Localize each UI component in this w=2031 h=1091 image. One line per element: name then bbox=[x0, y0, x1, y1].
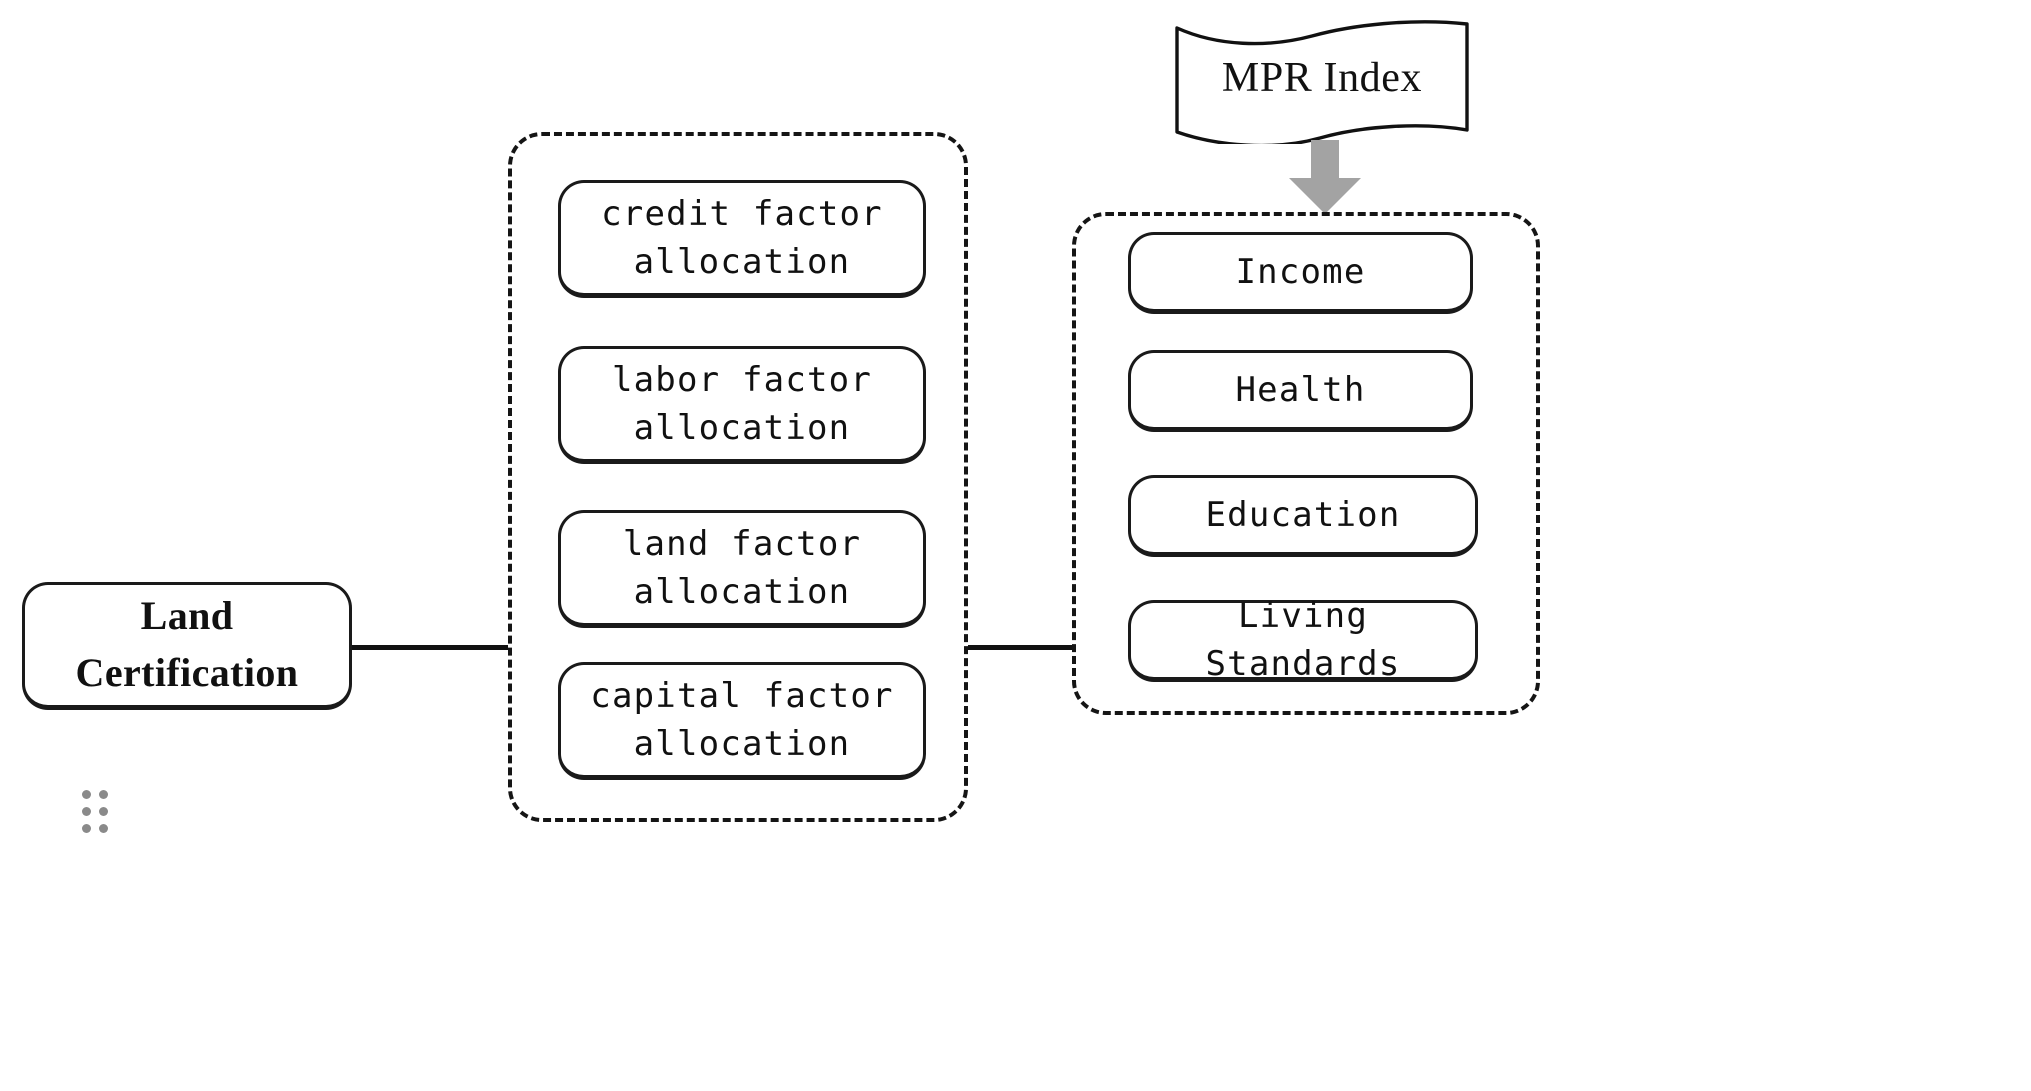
node-capital-factor-allocation[interactable]: capital factor allocation bbox=[558, 662, 926, 780]
node-land-factor-allocation-label: land factor allocation bbox=[622, 523, 862, 612]
node-capital-factor-allocation-label: capital factor allocation bbox=[590, 675, 894, 764]
drag-handle-icon[interactable] bbox=[82, 790, 108, 833]
node-living-standards[interactable]: Living Standards bbox=[1128, 596, 1478, 684]
node-health[interactable]: Health bbox=[1128, 350, 1473, 432]
drag-handle-dot bbox=[99, 824, 108, 833]
node-education-label: Education bbox=[1205, 494, 1401, 535]
node-income[interactable]: Income bbox=[1128, 232, 1473, 314]
node-land-factor-allocation[interactable]: land factor allocation bbox=[558, 510, 926, 628]
node-credit-factor-allocation-label: credit factor allocation bbox=[601, 193, 883, 282]
drag-handle-dot bbox=[82, 824, 91, 833]
connector-root-to-mechanism bbox=[352, 645, 508, 650]
node-credit-factor-allocation[interactable]: credit factor allocation bbox=[558, 180, 926, 298]
node-income-label: Income bbox=[1235, 251, 1366, 292]
drag-handle-dot bbox=[82, 807, 91, 816]
node-land-certification[interactable]: Land Certification bbox=[22, 582, 352, 710]
drag-handle-dot bbox=[99, 790, 108, 799]
node-education[interactable]: Education bbox=[1128, 475, 1478, 557]
node-labor-factor-allocation-label: labor factor allocation bbox=[611, 359, 873, 448]
node-health-label: Health bbox=[1235, 369, 1366, 410]
banner-wave-shape bbox=[1175, 20, 1469, 144]
node-living-standards-label: Living Standards bbox=[1205, 595, 1401, 684]
banner-mpr-index: MPR Index bbox=[1172, 14, 1472, 144]
drag-handle-dot bbox=[99, 807, 108, 816]
down-arrow-icon bbox=[1285, 140, 1365, 215]
node-labor-factor-allocation[interactable]: labor factor allocation bbox=[558, 346, 926, 464]
group-factor-allocation bbox=[508, 132, 968, 822]
connector-mechanism-to-outcome bbox=[968, 645, 1072, 650]
node-land-certification-label: Land Certification bbox=[75, 593, 299, 695]
drag-handle-dot bbox=[82, 790, 91, 799]
group-mpr-dimensions bbox=[1072, 212, 1540, 715]
